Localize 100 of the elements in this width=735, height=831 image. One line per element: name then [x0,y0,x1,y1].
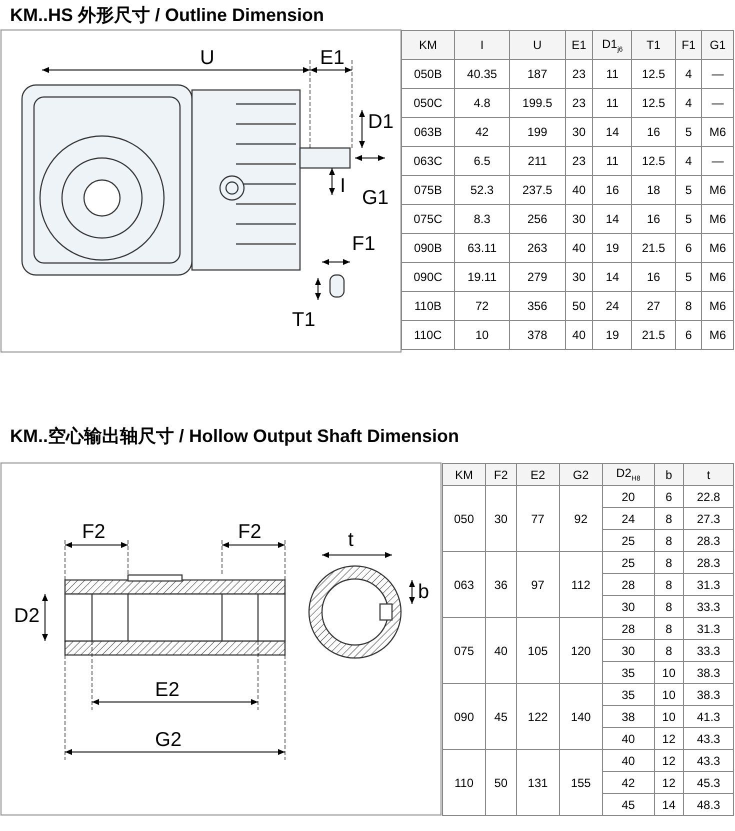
table-cell: 12 [654,750,684,772]
table-cell: 24 [592,292,632,320]
column-header: G1 [702,30,734,60]
table-cell: 43.3 [684,750,734,772]
table-cell: 5 [675,118,702,146]
table-cell: 14 [592,118,632,146]
table-cell: 16 [632,262,676,292]
table-cell: 77 [516,486,560,552]
table-cell: 5 [675,204,702,234]
column-header: t [684,464,734,486]
table-cell: 110B [402,292,454,320]
table-cell: 110 [442,750,486,816]
table-cell: 14 [654,794,684,816]
table-cell: 35 [602,662,654,684]
table-cell: 31.3 [684,574,734,596]
table-cell: 8 [654,552,684,574]
table-cell: 33.3 [684,640,734,662]
table-cell: 25 [602,552,654,574]
table-cell: M6 [702,234,734,262]
table-cell: 12.5 [632,88,676,118]
table-cell: 4 [675,60,702,88]
table-cell: 090C [402,262,454,292]
table-cell: 40 [565,176,593,204]
table-cell: M6 [702,320,734,350]
table-cell: 12.5 [632,146,676,176]
table-cell: 30 [602,640,654,662]
table-cell: 40.35 [454,60,510,88]
table-cell: 8 [654,640,684,662]
table-cell: 42 [454,118,510,146]
dimension-label: F1 [352,234,376,254]
table-cell: 8.3 [454,204,510,234]
section-heading: KM..HS 外形尺寸 / Outline Dimension [10,4,324,27]
table-cell: 4.8 [454,88,510,118]
table-cell: 199 [510,118,565,146]
table-cell: 23 [565,60,593,88]
table-cell: 38.3 [684,684,734,706]
column-header: b [654,464,684,486]
table-cell: 090B [402,234,454,262]
table-cell: 50 [486,750,516,816]
dimension-label: F2 [82,522,106,542]
column-header: E1 [565,30,593,60]
table-cell: 211 [510,146,565,176]
table-cell: 5 [675,176,702,204]
table-cell: 40 [486,618,516,684]
table-cell: 8 [654,596,684,618]
table-cell: 279 [510,262,565,292]
table-cell: 8 [654,530,684,552]
table-cell: 5 [675,262,702,292]
table-cell: 14 [592,204,632,234]
table-cell: M6 [702,262,734,292]
table-cell: 20 [602,486,654,508]
table-cell: 21.5 [632,320,676,350]
table-cell: 050 [442,486,486,552]
dimension-label: G1 [362,188,389,208]
table-cell: 92 [559,486,602,552]
table-cell: 21.5 [632,234,676,262]
dimension-label: G2 [155,730,182,750]
table-cell: 6 [654,486,684,508]
table-cell: 30 [602,596,654,618]
table-cell: 356 [510,292,565,320]
table-cell: 8 [675,292,702,320]
table-cell: 10 [654,706,684,728]
column-header: D1$_{j6}$ [592,30,632,60]
dimension-label: E2 [155,680,180,700]
table-cell: 8 [654,618,684,640]
table-cell: 22.8 [684,486,734,508]
table-cell: 19 [592,320,632,350]
table-cell: 43.3 [684,728,734,750]
table-cell: 11 [592,60,632,88]
table-cell: 063C [402,146,454,176]
table-cell: 50 [565,292,593,320]
table-cell: 187 [510,60,565,88]
table-cell: — [702,60,734,88]
table-cell: 12 [654,772,684,794]
dimension-label: U [200,48,214,68]
table-cell: 10 [654,662,684,684]
table-cell: M6 [702,292,734,320]
table-cell: 16 [632,204,676,234]
table-cell: 28 [602,574,654,596]
table-cell: 23 [565,146,593,176]
table-cell: 11 [592,88,632,118]
table-cell: 40 [602,728,654,750]
table-cell: 27 [632,292,676,320]
table-cell: 45 [486,684,516,750]
table-cell: 33.3 [684,596,734,618]
table-cell: 063 [442,552,486,618]
table-cell: 25 [602,530,654,552]
table-cell: 36 [486,552,516,618]
table-cell: 8 [654,508,684,530]
table-cell: 12.5 [632,60,676,88]
table-cell: 075C [402,204,454,234]
table-cell: 24 [602,508,654,530]
table-cell: 256 [510,204,565,234]
table-cell: M6 [702,176,734,204]
table-cell: 35 [602,684,654,706]
section-heading: KM..空心输出轴尺寸 / Hollow Output Shaft Dimension [10,425,459,448]
column-header: KM [442,464,486,486]
table-cell: 40 [602,750,654,772]
table-cell: 40 [565,320,593,350]
table-cell: 42 [602,772,654,794]
